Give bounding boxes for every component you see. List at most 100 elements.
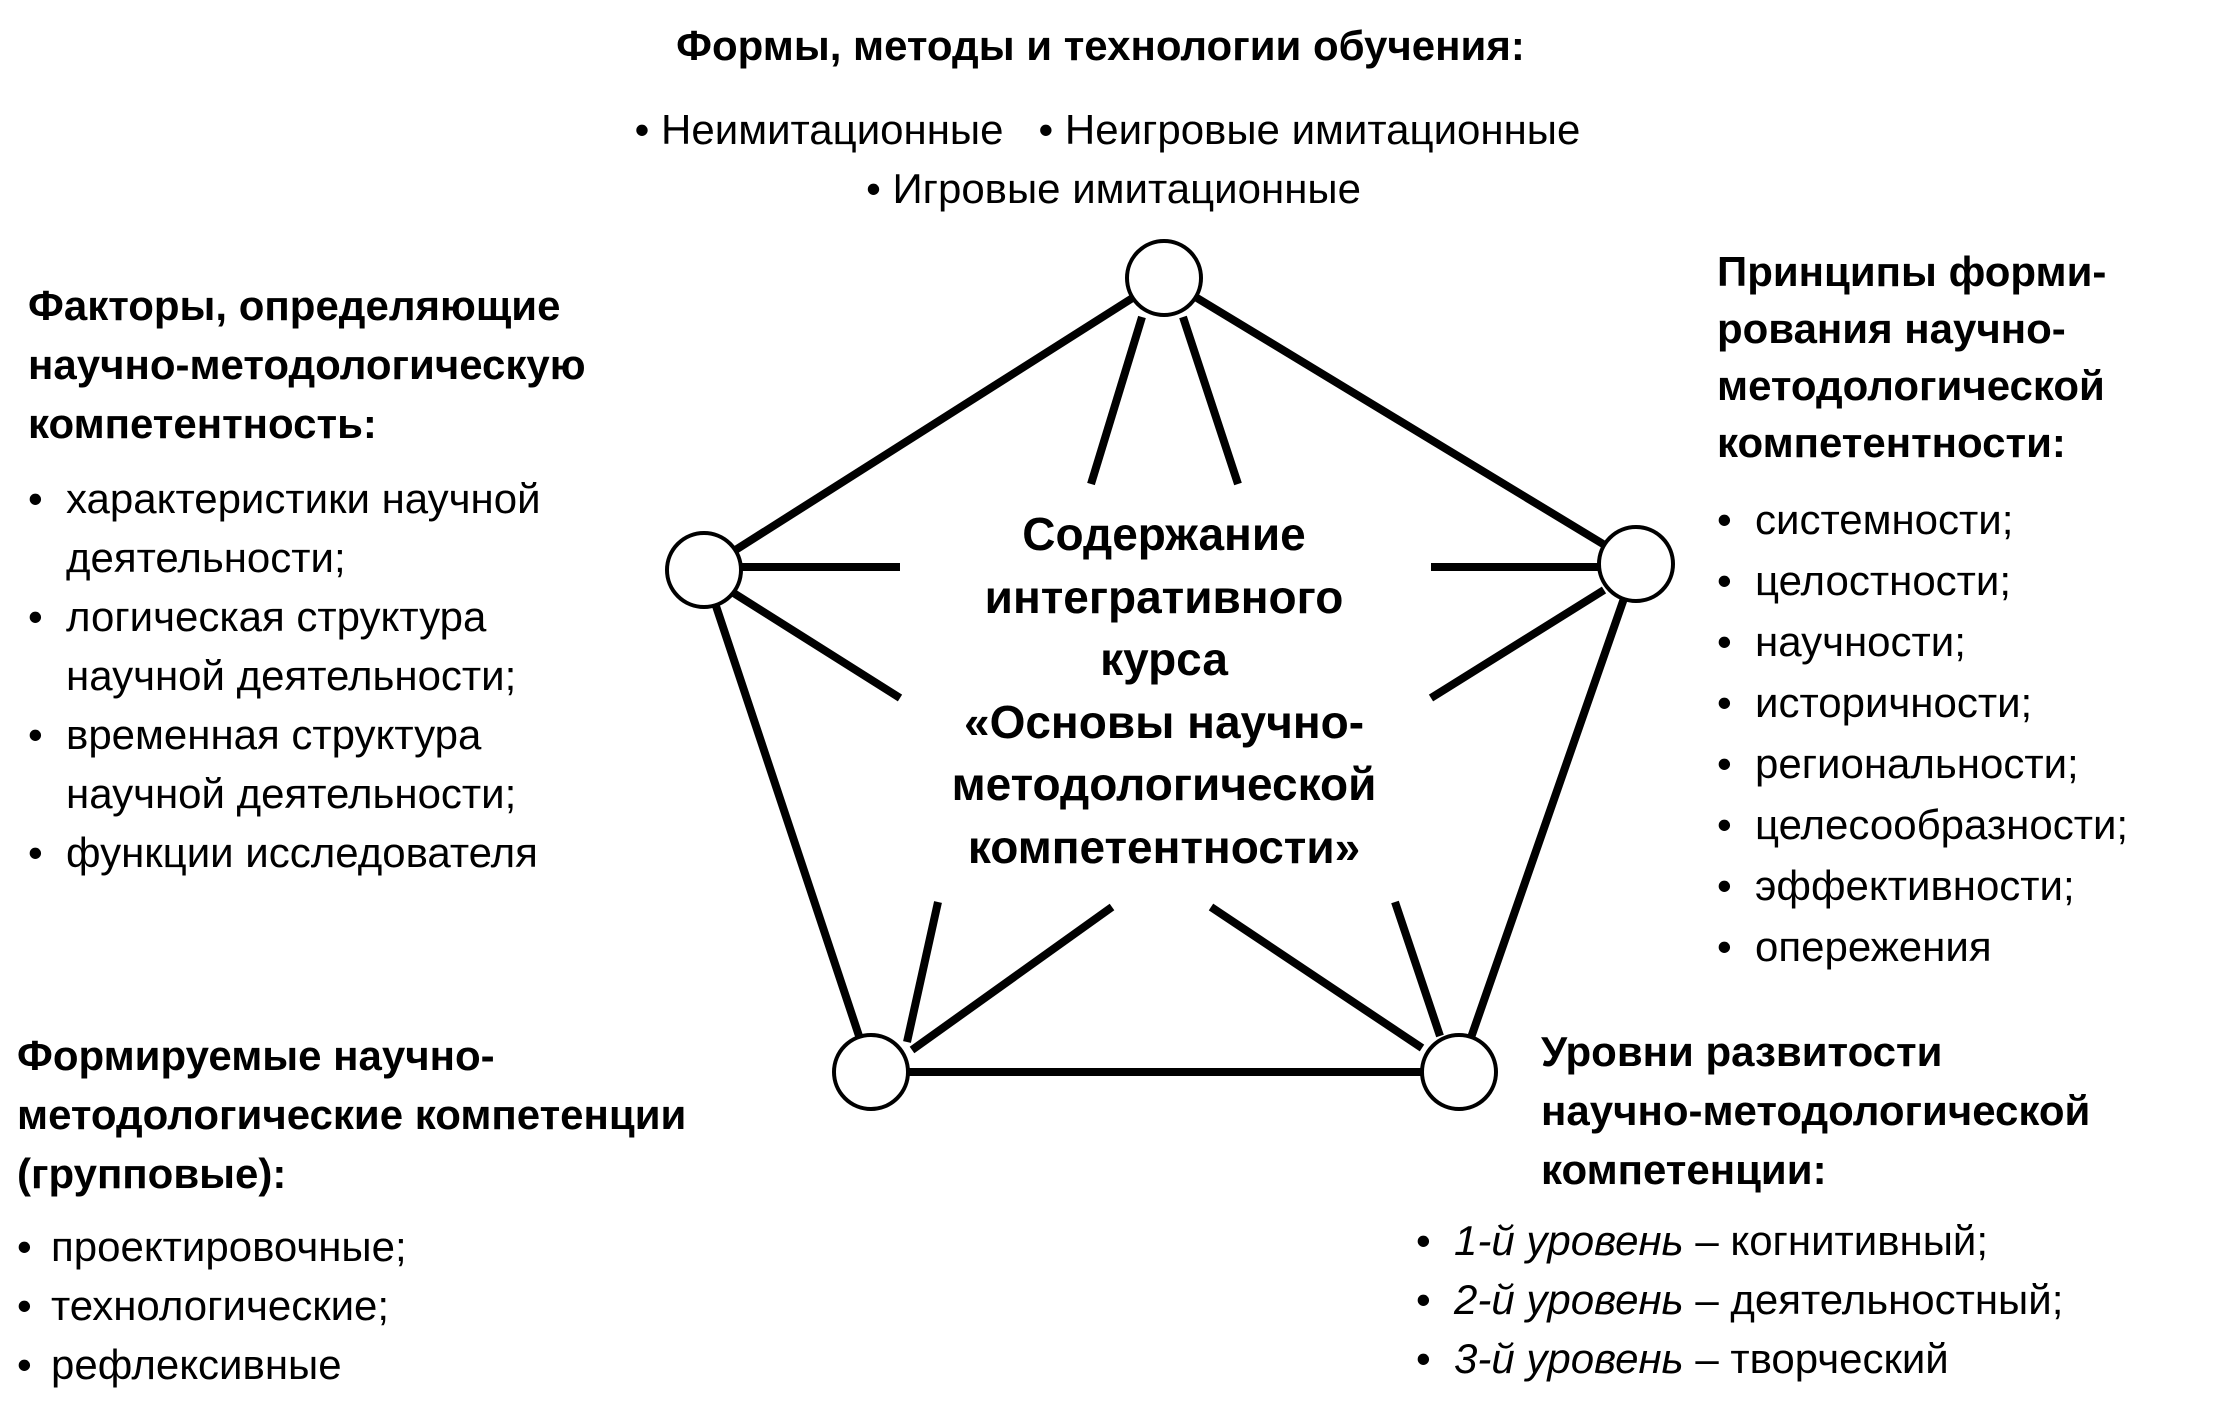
node-left <box>665 531 743 609</box>
bullet: • <box>28 593 43 640</box>
edge-left-bottomleft <box>700 568 875 1074</box>
top-item: Неигровые имитационные <box>1064 106 1581 153</box>
center-title: Содержание интегративного курса «Основы … <box>864 503 1464 878</box>
top-items-row: • Неимитационные • Неигровые имитационны… <box>0 100 2221 159</box>
bottom-right-item: • 1-й уровень – когнитивный; <box>1416 1211 2063 1270</box>
center-line: интегративного <box>984 570 1344 623</box>
spoke <box>1208 903 1425 1052</box>
bullet: • <box>17 1282 32 1329</box>
bottom-left-heading: методологические компетенции <box>17 1091 687 1138</box>
bottom-right-item: • 2-й уровень – деятельностный; <box>1416 1270 2063 1329</box>
spoke <box>1179 315 1242 486</box>
bottom-left-item: • рефлексивные <box>17 1335 686 1394</box>
item-text: региональности; <box>1755 740 2079 787</box>
spoke <box>909 903 1115 1054</box>
center-line: Содержание <box>1022 508 1306 560</box>
level-desc: – деятельностный; <box>1683 1276 2064 1323</box>
bullet: • <box>1717 862 1732 909</box>
bullet: • <box>28 711 43 758</box>
left-heading: Факторы, определяющие <box>28 282 561 329</box>
left-item-cont: деятельности; <box>66 534 346 581</box>
bullet: • <box>634 106 650 153</box>
bullet: • <box>17 1341 32 1388</box>
left-item-cont: научной деятельности; <box>66 770 517 817</box>
left-heading: компетентность: <box>28 400 377 447</box>
top-heading: Формы, методы и технологии обучения: <box>676 22 1525 69</box>
right-block: Принципы форми- рования научно- методоло… <box>1717 243 2128 977</box>
bottom-left-item: • проектировочные; <box>17 1217 686 1276</box>
item-text: проектировочные; <box>51 1223 407 1270</box>
edge-right-bottomright <box>1455 562 1640 1074</box>
spoke <box>1087 315 1146 486</box>
item-text: целесообразности; <box>1755 801 2129 848</box>
top-item: Игровые имитационные <box>892 165 1361 212</box>
top-item: Неимитационные <box>661 106 1004 153</box>
right-heading: рования научно- <box>1717 305 2066 352</box>
right-item: • историчности; <box>1717 672 2128 733</box>
left-block: Факторы, определяющие научно-методологич… <box>28 276 586 882</box>
item-text: целостности; <box>1755 557 2012 604</box>
item-text: рефлексивные <box>51 1341 342 1388</box>
top-items-row: • Игровые имитационные <box>6 159 2221 218</box>
node-right <box>1597 525 1675 603</box>
item-text: характеристики научной <box>66 475 541 522</box>
item-text: логическая структура <box>66 593 487 640</box>
edge-top-left <box>701 274 1167 574</box>
bottom-right-heading: компетенции: <box>1541 1146 1827 1193</box>
bullet: • <box>1416 1217 1431 1264</box>
bullet: • <box>866 165 881 212</box>
level-label: 3-й уровень <box>1454 1335 1684 1382</box>
bullet: • <box>1717 679 1732 726</box>
item-text: научности; <box>1755 618 1966 665</box>
level-desc: – когнитивный; <box>1683 1217 1989 1264</box>
right-heading: методологической <box>1717 362 2105 409</box>
right-item: • целесообразности; <box>1717 794 2128 855</box>
node-bottom-left <box>832 1033 910 1111</box>
center-line: компетентности» <box>967 820 1361 873</box>
left-item: • характеристики научной <box>28 469 586 528</box>
bullet: • <box>28 829 43 876</box>
bottom-right-item: • 3-й уровень – творческий <box>1416 1329 2063 1388</box>
spoke <box>1428 586 1607 702</box>
right-item: • системности; <box>1717 489 2128 550</box>
left-heading: научно-методологическую <box>28 341 586 388</box>
item-text: эффективности; <box>1755 862 2075 909</box>
center-line: «Основы научно- <box>963 695 1365 748</box>
right-item: •целостности; <box>1717 550 2128 611</box>
bullet: • <box>1717 801 1732 848</box>
bottom-right-heading: Уровни развитости <box>1541 1028 1943 1075</box>
node-bottom-right <box>1420 1033 1498 1111</box>
bullet: • <box>1416 1276 1431 1323</box>
center-line: курса <box>1100 633 1228 685</box>
item-text: технологические; <box>51 1282 390 1329</box>
edge-top-right <box>1161 274 1639 568</box>
bottom-right-heading-block: Уровни развитости научно-методологическо… <box>1541 1022 2090 1199</box>
spoke <box>1391 900 1444 1038</box>
spoke <box>903 901 942 1043</box>
bullet: • <box>17 1223 32 1270</box>
level-label: 2-й уровень <box>1454 1276 1684 1323</box>
item-text: временная структура <box>66 711 482 758</box>
bottom-left-item: • технологические; <box>17 1276 686 1335</box>
bullet: • <box>1717 496 1732 543</box>
left-item-cont: научной деятельности; <box>66 652 517 699</box>
bullet: • <box>28 475 43 522</box>
bullet: • <box>1717 923 1732 970</box>
bottom-left-block: Формируемые научно- методологические ком… <box>17 1026 686 1394</box>
node-top <box>1125 239 1203 317</box>
bullet: • <box>1717 740 1732 787</box>
center-line: методологической <box>951 758 1377 810</box>
level-desc: – творческий <box>1683 1335 1949 1382</box>
left-item: •функции исследователя <box>28 823 586 882</box>
level-label: 1-й уровень <box>1454 1217 1684 1264</box>
item-text: системности; <box>1755 496 2014 543</box>
item-text: историчности; <box>1755 679 2033 726</box>
spoke <box>729 588 903 702</box>
bullet: • <box>1416 1335 1431 1382</box>
bottom-right-items: • 1-й уровень – когнитивный; • 2-й уровень… <box>1416 1211 2063 1388</box>
bottom-left-heading: (групповые): <box>17 1150 287 1197</box>
right-item: •опережения <box>1717 916 2128 977</box>
left-item: • логическая структура <box>28 587 586 646</box>
